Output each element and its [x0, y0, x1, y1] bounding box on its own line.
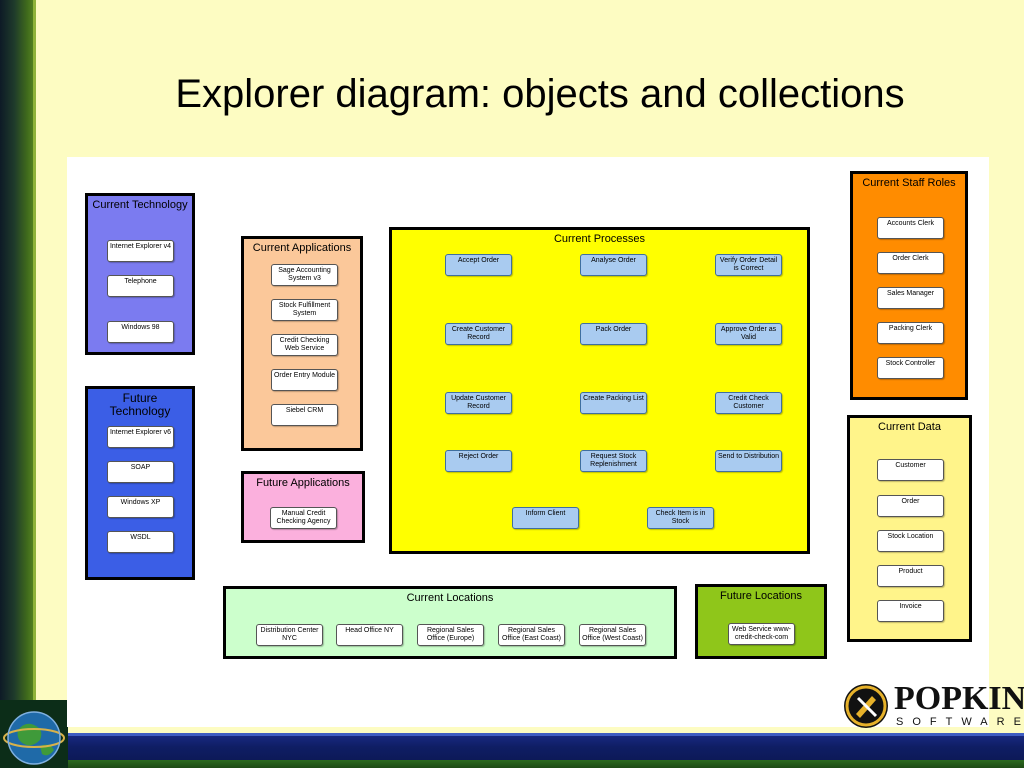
node-wsdl[interactable]: WSDL: [107, 531, 174, 553]
node-head-office-ny[interactable]: Head Office NY: [336, 624, 403, 646]
bottom-decorative-band: [0, 733, 1024, 768]
node-reject-order[interactable]: Reject Order: [445, 450, 512, 472]
node-customer[interactable]: Customer: [877, 459, 944, 481]
node-verify-order-detail[interactable]: Verify Order Detail is Correct: [715, 254, 782, 276]
globe-icon: [0, 700, 68, 768]
group-current-processes: Current Processes Accept Order Analyse O…: [389, 227, 810, 554]
node-request-stock-replenishment[interactable]: Request Stock Replenishment: [580, 450, 647, 472]
diagram-canvas: Current Technology Internet Explorer v4 …: [67, 157, 989, 727]
group-title: Current Processes: [553, 233, 646, 245]
group-future-applications: Future Applications Manual Credit Checki…: [241, 471, 365, 543]
group-title: Future Applications: [256, 477, 350, 489]
node-regional-sales-west-coast[interactable]: Regional Sales Office (West Coast): [579, 624, 646, 646]
node-siebel-crm[interactable]: Siebel CRM: [271, 404, 338, 426]
node-internet-explorer-v4[interactable]: Internet Explorer v4: [107, 240, 174, 262]
node-web-service-credit-check[interactable]: Web Service www- credit-check-com: [728, 623, 795, 645]
logo-subtitle: SOFTWARE: [896, 716, 1024, 728]
node-accept-order[interactable]: Accept Order: [445, 254, 512, 276]
group-current-applications: Current Applications Sage Accounting Sys…: [241, 236, 363, 451]
node-stock-fulfillment[interactable]: Stock Fulfillment System: [271, 299, 338, 321]
left-decorative-band: [0, 0, 36, 768]
group-future-technology: Future Technology Internet Explorer v6 S…: [85, 386, 195, 580]
group-current-locations: Current Locations Distribution Center NY…: [223, 586, 677, 659]
node-send-to-distribution[interactable]: Send to Distribution: [715, 450, 782, 472]
group-current-technology: Current Technology Internet Explorer v4 …: [85, 193, 195, 355]
node-create-customer-record[interactable]: Create Customer Record: [445, 323, 512, 345]
group-title: Future Locations: [720, 590, 802, 602]
group-title: Current Locations: [406, 592, 494, 604]
node-credit-check-customer[interactable]: Credit Check Customer: [715, 392, 782, 414]
node-update-customer-record[interactable]: Update Customer Record: [445, 392, 512, 414]
group-title: Current Applications: [252, 242, 352, 254]
node-windows-xp[interactable]: Windows XP: [107, 496, 174, 518]
popkin-software-logo: POPKIN SOFTWARE: [842, 680, 1024, 732]
group-title: Current Data: [878, 421, 941, 433]
node-pack-order[interactable]: Pack Order: [580, 323, 647, 345]
node-check-item-in-stock[interactable]: Check Item is in Stock: [647, 507, 714, 529]
group-title: Current Technology: [92, 199, 188, 211]
node-order-entry-module[interactable]: Order Entry Module: [271, 369, 338, 391]
node-regional-sales-east-coast[interactable]: Regional Sales Office (East Coast): [498, 624, 565, 646]
node-stock-location[interactable]: Stock Location: [877, 530, 944, 552]
group-current-staff-roles: Current Staff Roles Accounts Clerk Order…: [850, 171, 968, 400]
node-internet-explorer-v6[interactable]: Internet Explorer v6: [107, 426, 174, 448]
node-create-packing-list[interactable]: Create Packing List: [580, 392, 647, 414]
node-accounts-clerk[interactable]: Accounts Clerk: [877, 217, 944, 239]
group-title: Current Staff Roles: [862, 177, 956, 189]
group-future-locations: Future Locations Web Service www- credit…: [695, 584, 827, 659]
node-telephone[interactable]: Telephone: [107, 275, 174, 297]
group-title: Future Technology: [109, 391, 171, 418]
node-manual-credit-checking-agency[interactable]: Manual Credit Checking Agency: [270, 507, 337, 529]
node-product[interactable]: Product: [877, 565, 944, 587]
group-current-data: Current Data Customer Order Stock Locati…: [847, 415, 972, 642]
node-order-clerk[interactable]: Order Clerk: [877, 252, 944, 274]
node-invoice[interactable]: Invoice: [877, 600, 944, 622]
node-packing-clerk[interactable]: Packing Clerk: [877, 322, 944, 344]
node-sales-manager[interactable]: Sales Manager: [877, 287, 944, 309]
node-order[interactable]: Order: [877, 495, 944, 517]
node-approve-order-as-valid[interactable]: Approve Order as Valid: [715, 323, 782, 345]
logo-name: POPKIN: [894, 680, 1024, 717]
node-sage-accounting[interactable]: Sage Accounting System v3: [271, 264, 338, 286]
node-inform-client[interactable]: Inform Client: [512, 507, 579, 529]
slide-title: Explorer diagram: objects and collection…: [175, 72, 905, 116]
node-credit-checking[interactable]: Credit Checking Web Service: [271, 334, 338, 356]
node-stock-controller[interactable]: Stock Controller: [877, 357, 944, 379]
node-soap[interactable]: SOAP: [107, 461, 174, 483]
node-distribution-center-nyc[interactable]: Distribution Center NYC: [256, 624, 323, 646]
node-windows-98[interactable]: Windows 98: [107, 321, 174, 343]
node-regional-sales-europe[interactable]: Regional Sales Office (Europe): [417, 624, 484, 646]
node-analyse-order[interactable]: Analyse Order: [580, 254, 647, 276]
popkin-circle-logo-icon: [844, 684, 888, 728]
